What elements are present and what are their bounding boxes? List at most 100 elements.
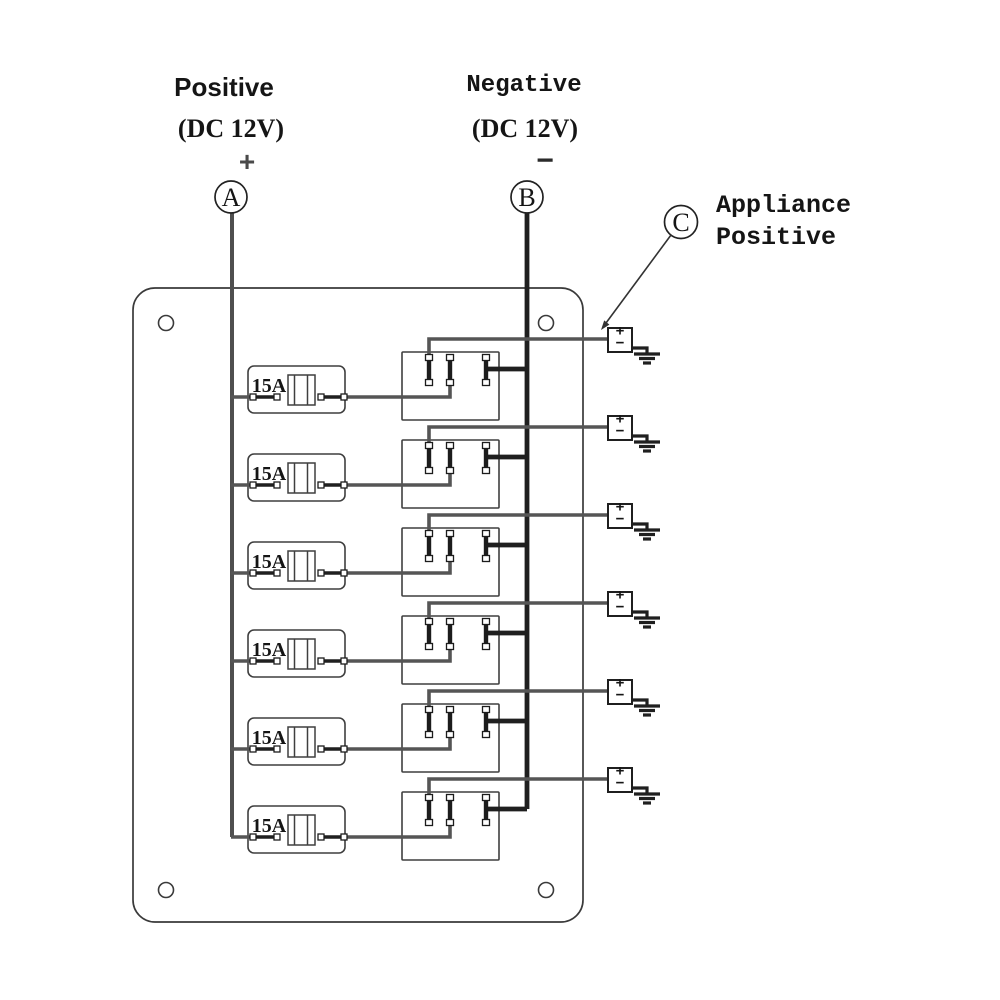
pin-pad — [481, 730, 491, 739]
ground-stem — [632, 610, 649, 617]
pin-pad — [424, 378, 434, 387]
connector-plus-label: + — [616, 675, 625, 692]
fuse: 15A — [249, 374, 348, 406]
terminal-pad — [249, 393, 257, 401]
switch-to-appliance-wire — [427, 513, 608, 532]
terminal-pad — [340, 833, 348, 841]
circuit-row: 15A — [231, 763, 660, 861]
fuse-rating-label: 15A — [252, 815, 287, 837]
pin-pad — [445, 617, 455, 626]
connector-minus-label: − — [616, 335, 625, 352]
fuse: 15A — [249, 814, 348, 846]
fuse-rating-label: 15A — [252, 463, 287, 485]
appliance-connector: + − — [607, 587, 660, 629]
fuse-holder-outline — [247, 629, 346, 678]
callout-arrow-line — [605, 234, 672, 324]
pin-pad — [445, 554, 455, 563]
terminal-pad — [273, 393, 281, 401]
terminal-pad — [340, 657, 348, 665]
terminal-pad — [340, 393, 348, 401]
pin-pad — [445, 793, 455, 802]
fuse-holder-outline — [247, 365, 346, 414]
circuit-rows: 15A — [231, 323, 660, 861]
fuse-to-switch-wire — [344, 561, 452, 575]
terminal-a-circle — [214, 180, 248, 214]
positive-title: Positive — [174, 72, 274, 102]
circuit-row: 15A — [231, 411, 660, 509]
fuse-cartridge — [287, 726, 316, 758]
ground-stem — [632, 698, 649, 705]
switch-to-appliance-wire — [427, 777, 608, 796]
fuse: 15A — [249, 638, 348, 670]
pin-pad — [481, 818, 491, 827]
terminal-pad — [317, 745, 325, 753]
terminal-c-circle — [663, 204, 699, 240]
connector-body — [607, 767, 633, 793]
pin-pad — [424, 705, 434, 714]
mounting-hole — [537, 314, 555, 332]
pin-pad — [481, 466, 491, 475]
connector-body — [607, 415, 633, 441]
terminal-pad — [317, 393, 325, 401]
circuit-row: 15A — [231, 675, 660, 773]
fuse-holder-outline — [247, 805, 346, 854]
terminal-pad — [273, 569, 281, 577]
pin-pad — [481, 705, 491, 714]
connector-body — [607, 503, 633, 529]
plus-symbol: + — [239, 146, 255, 177]
terminal-pad — [317, 657, 325, 665]
terminal-a-letter: A — [222, 183, 241, 212]
fuse-to-switch-wire — [344, 737, 452, 751]
pin-pad — [445, 529, 455, 538]
appliance-connector: + − — [607, 675, 660, 717]
pin-pad — [424, 466, 434, 475]
callout-arrow-head — [601, 320, 610, 330]
connector-plus-label: + — [616, 587, 625, 604]
connector-minus-label: − — [616, 423, 625, 440]
connector-body — [607, 327, 633, 353]
pin-pad — [481, 617, 491, 626]
rocker-switch-pins — [424, 441, 491, 475]
pin-pad — [481, 554, 491, 563]
mounting-hole — [157, 314, 175, 332]
rocker-switch-pins — [424, 353, 491, 387]
pin-pad — [481, 353, 491, 362]
fuse-cartridge — [287, 550, 316, 582]
terminal-pad — [273, 657, 281, 665]
connector-body — [607, 679, 633, 705]
fuse-cartridge — [287, 638, 316, 670]
ground-stem — [632, 346, 649, 353]
pin-pad — [481, 378, 491, 387]
terminal-pad — [273, 745, 281, 753]
fuse-to-switch-wire — [344, 825, 452, 839]
panel-plate — [132, 287, 584, 923]
pin-pad — [445, 705, 455, 714]
pin-pad — [481, 793, 491, 802]
pin-pad — [445, 730, 455, 739]
pin-pad — [445, 818, 455, 827]
pin-pad — [481, 529, 491, 538]
appliance-label-line2: Positive — [716, 223, 836, 252]
pin-pad — [424, 793, 434, 802]
fuse-to-switch-wire — [344, 649, 452, 663]
minus-symbol: − — [536, 144, 554, 177]
terminal-pad — [249, 569, 257, 577]
pin-pad — [424, 353, 434, 362]
pin-pad — [445, 642, 455, 651]
connector-plus-label: + — [616, 411, 625, 428]
positive-voltage: (DC 12V) — [178, 114, 284, 143]
fuse: 15A — [249, 550, 348, 582]
circuit-row: 15A — [231, 499, 660, 597]
terminal-b-letter: B — [518, 183, 535, 212]
fuse-holder-outline — [247, 453, 346, 502]
fuse-rating-label: 15A — [252, 727, 287, 749]
pin-pad — [424, 441, 434, 450]
pin-pad — [445, 353, 455, 362]
appliance-connector: + − — [607, 763, 660, 805]
terminal-pad — [317, 833, 325, 841]
fuse: 15A — [249, 462, 348, 494]
terminal-pad — [249, 745, 257, 753]
pin-pad — [445, 441, 455, 450]
terminal-pad — [317, 569, 325, 577]
negative-voltage: (DC 12V) — [472, 114, 578, 143]
